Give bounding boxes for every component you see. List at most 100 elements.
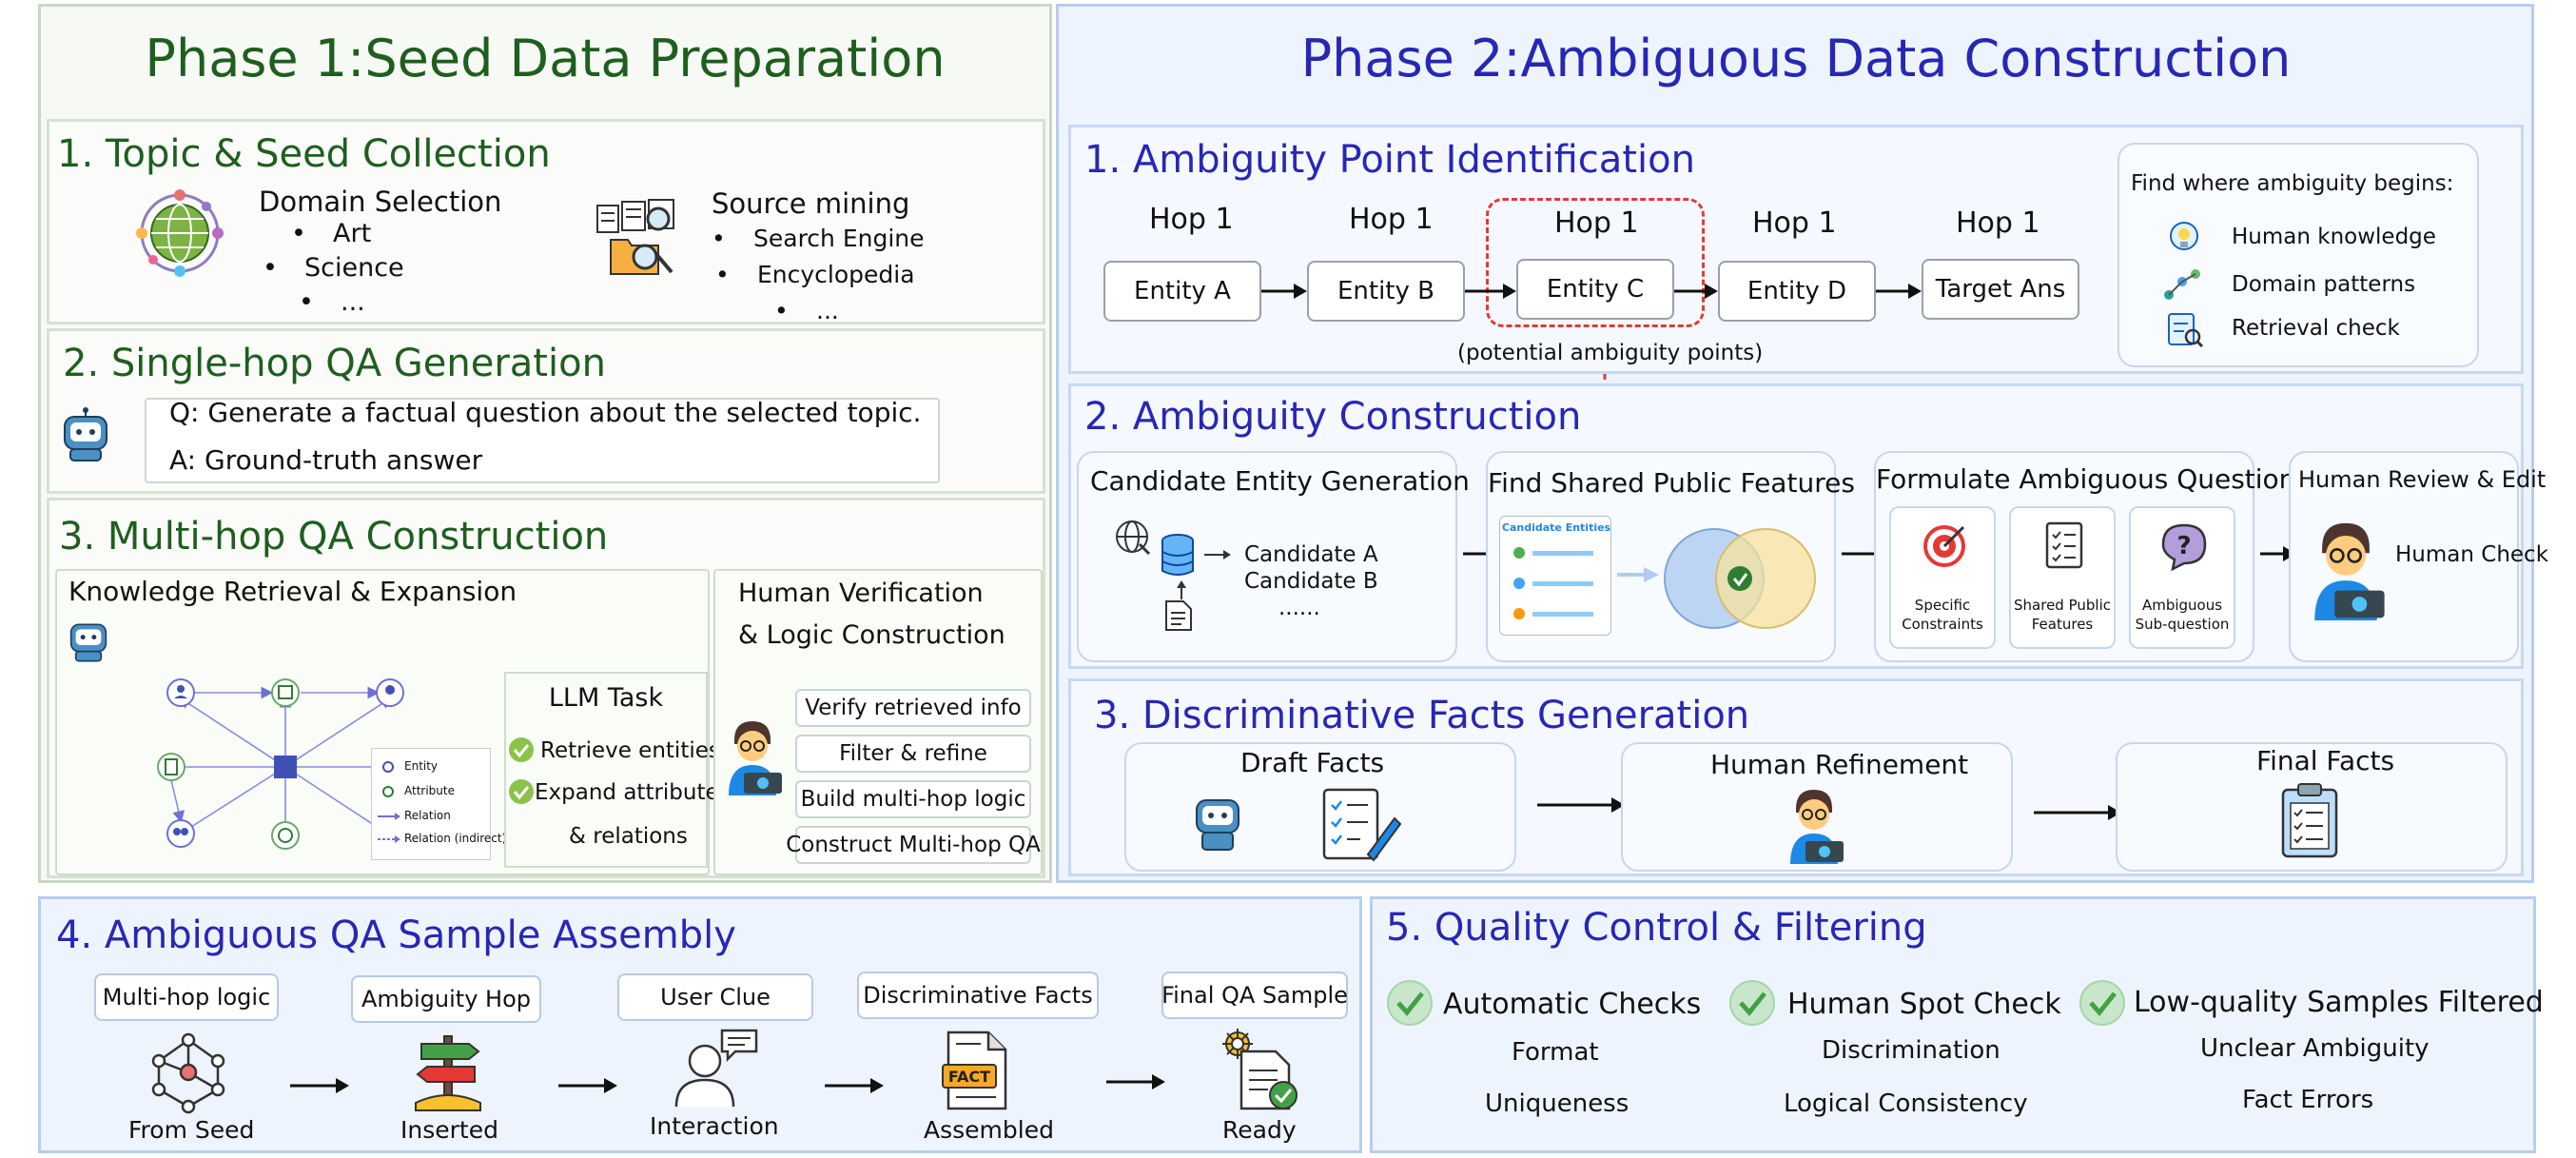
sample-assembly-panel: 4. Ambiguous QA Sample Assembly Multi-ho…: [38, 896, 1362, 1153]
multi-hop-title: 3. Multi-hop QA Construction: [59, 515, 609, 559]
candidate-b: Candidate B: [1244, 569, 1378, 594]
llm-item-expand: Expand attributes: [535, 780, 731, 805]
shared-public-features-l2: Features: [2031, 616, 2094, 633]
check-icon: [509, 779, 534, 804]
hop-label-c: Hop 1: [1554, 206, 1639, 240]
multi-hop-section: 3. Multi-hop QA Construction Knowledge R…: [47, 498, 1045, 878]
hop-label-d: Hop 1: [1752, 206, 1837, 240]
up-arrow-icon: [1177, 580, 1186, 599]
phase1-title: Phase 1:Seed Data Preparation: [145, 29, 946, 88]
single-hop-question: Q: Generate a factual question about the…: [169, 397, 922, 428]
qc-col-3-item-2: Fact Errors: [2242, 1086, 2374, 1114]
check-icon: [2079, 980, 2125, 1026]
knowledge-retrieval-title: Knowledge Retrieval & Expansion: [68, 576, 517, 607]
formulate-question-title: Formulate Ambiguous Question: [1876, 463, 2296, 495]
candidate-a: Candidate A: [1244, 542, 1378, 567]
hop-label-a: Hop 1: [1149, 203, 1234, 236]
arrow-d-target: [1876, 284, 1922, 299]
check-icon: [1729, 980, 1775, 1026]
assembly-step-5-label: Final QA Sample: [1161, 972, 1348, 1019]
final-facts-label: Final Facts: [2256, 745, 2395, 776]
phase2-title: Phase 2:Ambiguous Data Construction: [1300, 29, 2292, 88]
qc-col-1-item-1: Format: [1512, 1038, 1599, 1067]
checklist-pencil-icon: [1322, 788, 1402, 862]
domain-item-art: Art: [291, 221, 371, 246]
qc-col-3-head: Low-quality Samples Filtered: [2134, 986, 2544, 1019]
topic-seed-section: 1. Topic & Seed Collection Domain Select…: [47, 119, 1045, 324]
arrow-c-d: [1674, 284, 1718, 299]
qc-col-2-head: Human Spot Check: [1787, 988, 2061, 1021]
hop-label-b: Hop 1: [1349, 203, 1434, 236]
qa-box: [145, 398, 940, 483]
ready-document-icon: [1222, 1029, 1298, 1110]
ambiguous-subquestion-l1: Ambiguous: [2141, 597, 2223, 614]
ambiguity-identification-title: 1. Ambiguity Point Identification: [1084, 138, 1695, 182]
find-item-domain-patterns: Domain patterns: [2232, 272, 2416, 297]
llm-task-title: LLM Task: [548, 683, 664, 713]
domain-item-more: ...: [299, 289, 364, 315]
qc-col-2-item-2: Logical Consistency: [1784, 1089, 2028, 1118]
human-laptop-icon: [1790, 790, 1844, 864]
lightbulb-head-icon: [2170, 222, 2198, 250]
fact-document-icon: FACT: [942, 1030, 1007, 1110]
phase1-panel: Phase 1:Seed Data Preparation 1. Topic &…: [38, 4, 1052, 883]
robot-icon: [1196, 799, 1239, 851]
small-arrow-icon: [1204, 550, 1231, 559]
legend-entity: Entity: [404, 759, 439, 773]
find-ambiguity-card: Find where ambiguity begins: Human knowl…: [2117, 143, 2479, 367]
draft-facts-label: Draft Facts: [1240, 747, 1385, 778]
llm-item-retrieve: Retrieve entities: [540, 738, 720, 763]
discriminative-facts-section: 3. Discriminative Facts Generation Draft…: [1068, 678, 2524, 876]
clipboard-icon: [2281, 783, 2338, 858]
question-bubble-icon: ?: [2161, 523, 2207, 572]
check-icon: [1387, 980, 1433, 1026]
domain-selection-heading: Domain Selection: [259, 186, 502, 218]
assembly-arrow-2: [558, 1078, 617, 1093]
checklist-icon: [2045, 521, 2083, 569]
hv-step-verify: Verify retrieved info: [795, 689, 1031, 727]
final-facts-card: Final Facts: [2116, 742, 2508, 872]
document-icon: [1165, 600, 1192, 631]
hv-step-filter: Filter & refine: [795, 735, 1031, 773]
human-verification-title-2: & Logic Construction: [738, 620, 1005, 650]
qc-col-2-item-1: Discrimination: [1822, 1036, 2000, 1065]
legend-attribute: Attribute: [404, 784, 455, 797]
shared-public-features-l1: Shared Public: [2014, 597, 2111, 614]
arrow-draft-refine: [1537, 797, 1625, 813]
retrieval-check-icon: [2168, 313, 2204, 348]
discriminative-facts-title: 3. Discriminative Facts Generation: [1094, 694, 1750, 737]
ambiguity-identification-section: 1. Ambiguity Point Identification Hop 1 …: [1068, 125, 2524, 374]
signpost-icon: [415, 1035, 481, 1111]
candidate-entities-card: Candidate Entities: [1499, 516, 1611, 636]
assembly-step-1-label: Multi-hop logic: [94, 973, 279, 1021]
robot-icon: [69, 623, 107, 662]
candidate-more: ......: [1278, 596, 1320, 620]
legend-relation-arrow: [378, 813, 400, 820]
entity-d: Entity D: [1718, 261, 1876, 322]
assembly-step-3-caption: Interaction: [650, 1112, 779, 1140]
specific-constraints-card: Specific Constraints: [1889, 506, 1996, 649]
specific-constraints-l2: Constraints: [1902, 616, 1983, 633]
source-item-search-engine: Search Engine: [712, 226, 924, 250]
human-verification-card: Human Verification & Logic Construction …: [713, 569, 1043, 875]
assembly-step-4-label: Discriminative Facts: [857, 972, 1099, 1019]
find-ambiguity-title: Find where ambiguity begins:: [2131, 171, 2454, 196]
human-refinement-label: Human Refinement: [1710, 749, 1969, 780]
shared-features-title: Find Shared Public Features: [1488, 467, 1855, 499]
candidate-entities-label: Candidate Entities: [1501, 521, 1611, 534]
llm-task-box: LLM Task Retrieve entities Expand attrib…: [504, 672, 731, 868]
human-verification-title-1: Human Verification: [738, 579, 984, 608]
entity-target: Target Ans: [1922, 259, 2079, 320]
find-item-retrieval-check: Retrieval check: [2232, 316, 2400, 341]
web-icon: [1116, 520, 1151, 556]
assembly-arrow-1: [290, 1078, 349, 1093]
arrow-refine-final: [2034, 805, 2121, 820]
llm-item-relations: & relations: [569, 824, 688, 849]
ambiguity-highlight: [1486, 198, 1705, 327]
assembly-step-5-caption: Ready: [1222, 1116, 1297, 1144]
source-item-encyclopedia: Encyclopedia: [715, 263, 914, 286]
human-review-card: Human Review & Edit Human Check: [2289, 451, 2548, 662]
check-icon: [509, 737, 534, 762]
hop-label-target: Hop 1: [1956, 206, 2040, 240]
draft-facts-card: Draft Facts: [1124, 742, 1516, 872]
